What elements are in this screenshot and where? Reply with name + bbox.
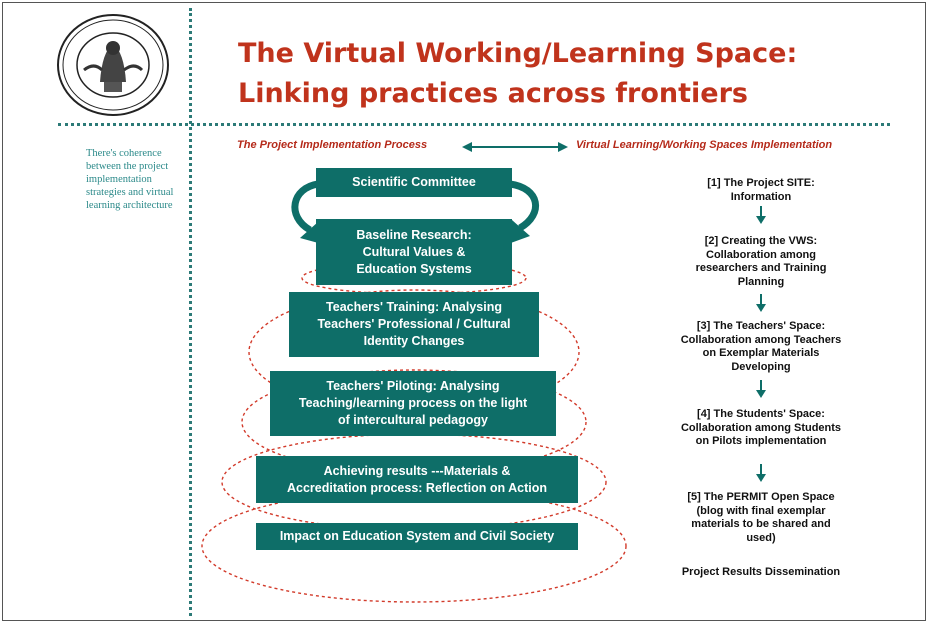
university-seal-logo (57, 14, 169, 116)
step-line: used) (746, 531, 776, 544)
process-box-line: Achieving results ---Materials & (323, 463, 511, 478)
step-line: Information (730, 190, 792, 203)
slide-title: The Virtual Working/Learning Space: Link… (238, 38, 798, 109)
step-line: researchers and Training (695, 262, 827, 274)
process-box-line: Teachers' Piloting: Analysing (326, 379, 500, 393)
process-box-line: of intercultural pedagogy (337, 413, 488, 427)
vws-step-permit-open-space: [5] The PERMIT Open Space (blog with fin… (661, 491, 861, 545)
double-arrow-icon (462, 142, 568, 152)
horizontal-dotted-divider (58, 123, 890, 126)
step-line: Collaboration among Teachers (680, 333, 842, 346)
process-box-achieving-results: Achieving results ---Materials & Accredi… (256, 456, 578, 503)
down-arrow-icon (756, 464, 766, 482)
vws-step-dissemination: Project Results Dissemination (661, 566, 861, 580)
process-box-line: Baseline Research: (356, 227, 472, 242)
step-line: Developing (731, 360, 791, 373)
step-line: Planning (737, 275, 785, 288)
process-box-line: Cultural Values & (362, 244, 466, 259)
step-line: Collaboration among (706, 248, 816, 261)
step-line: materials to be shared and (691, 518, 831, 530)
side-note: There's coherence between the project im… (86, 148, 174, 211)
process-box-scientific-committee: Scientific Committee (316, 168, 512, 197)
step-line: (blog with final exemplar (696, 504, 826, 517)
down-arrow-icon (756, 206, 766, 224)
process-box-teachers-training: Teachers' Training: Analysing Teachers' … (289, 292, 539, 357)
process-box-teachers-piloting: Teachers' Piloting: Analysing Teaching/l… (270, 371, 556, 436)
step-line: [2] Creating the VWS: (704, 235, 818, 247)
subtitle-virtual-spaces: Virtual Learning/Working Spaces Implemen… (576, 139, 833, 151)
process-box-baseline-research: Baseline Research: Cultural Values & Edu… (316, 219, 512, 285)
step-line: [5] The PERMIT Open Space (687, 491, 835, 503)
process-box-line: Impact on Education System and Civil Soc… (279, 529, 555, 543)
process-box-line: Teaching/learning process on the light (298, 396, 528, 410)
subtitle-process: The Project Implementation Process (237, 139, 428, 151)
vws-step-students-space: [4] The Students' Space: Collaboration a… (661, 408, 861, 449)
step-line: Collaboration among Students (680, 421, 842, 434)
step-line: on Exemplar Materials (702, 347, 820, 359)
process-box-line: Scientific Committee (352, 175, 476, 189)
step-line: [3] The Teachers' Space: (696, 320, 826, 332)
step-line: on Pilots implementation (695, 435, 827, 447)
vws-step-project-site: [1] The Project SITE: Information (661, 177, 861, 204)
vws-step-teachers-space: [3] The Teachers' Space: Collaboration a… (661, 320, 861, 374)
process-box-line: Identity Changes (363, 334, 465, 348)
step-line: [4] The Students' Space: (697, 408, 825, 420)
step-line: Project Results Dissemination (681, 566, 841, 578)
process-box-line: Accreditation process: Reflection on Act… (287, 480, 547, 495)
process-box-impact: Impact on Education System and Civil Soc… (256, 523, 578, 550)
down-arrow-icon (756, 294, 766, 312)
process-box-line: Education Systems (356, 261, 472, 276)
vertical-dotted-divider (189, 8, 192, 616)
process-box-line: Teachers' Professional / Cultural (317, 317, 511, 331)
process-box-line: Teachers' Training: Analysing (326, 300, 502, 314)
vws-step-creating-vws: [2] Creating the VWS: Collaboration amon… (661, 235, 861, 289)
step-line: [1] The Project SITE: (707, 177, 815, 189)
down-arrow-icon (756, 380, 766, 398)
